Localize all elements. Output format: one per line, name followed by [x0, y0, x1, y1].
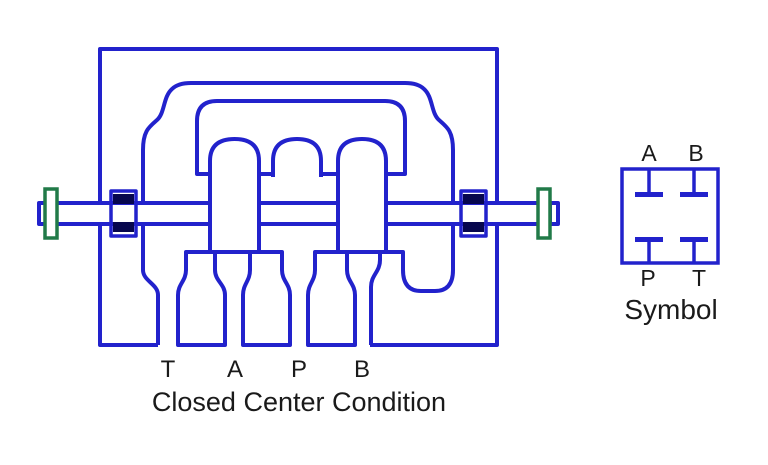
seal-housing-left	[109, 189, 138, 238]
symbol-port-label-a: A	[641, 140, 657, 166]
port-label-t: T	[161, 356, 176, 383]
port-divider-island-1	[176, 250, 227, 347]
port-label-b: B	[354, 356, 370, 383]
valve-body-outline	[98, 47, 499, 347]
internal-gallery-outline	[141, 81, 455, 345]
symbol-blocked-port-a	[635, 170, 663, 197]
end-cap-right	[536, 187, 552, 240]
spool-land-right	[336, 137, 388, 254]
port-label-a: A	[227, 356, 243, 383]
symbol-blocked-port-p	[635, 237, 663, 262]
symbol-port-label-b: B	[688, 140, 703, 166]
port-divider-island-2	[241, 250, 292, 347]
rod-seal-left	[109, 189, 138, 238]
seal-gland-bottom-left	[113, 222, 134, 232]
closed-center-symbol: A B P T Symbol	[620, 140, 720, 325]
symbol-blocked-port-t	[680, 237, 708, 262]
port-divider-island-3	[306, 250, 357, 347]
symbol-caption: Symbol	[624, 294, 717, 325]
valve-cross-section: T A P B Closed Center Condition	[37, 47, 560, 417]
rod-seal-right	[459, 189, 488, 238]
pressure-arch-cavity	[271, 137, 323, 177]
symbol-envelope-box	[620, 167, 720, 265]
seal-housing-right	[459, 189, 488, 238]
center-body-block	[195, 99, 407, 176]
diagram-title: Closed Center Condition	[152, 387, 446, 417]
port-label-p: P	[291, 356, 307, 383]
symbol-blocked-port-b	[680, 170, 708, 197]
spool-land-left	[208, 137, 261, 254]
pressure-arch-cavity-fill	[273, 139, 321, 177]
symbol-port-label-t: T	[692, 265, 706, 291]
seal-gland-bottom-right	[463, 222, 484, 232]
seal-gland-top-right	[463, 194, 484, 204]
symbol-port-label-p: P	[640, 265, 655, 291]
seal-gland-top-left	[113, 194, 134, 204]
end-cap-left	[43, 187, 59, 240]
spool-rod-ends	[37, 201, 560, 226]
